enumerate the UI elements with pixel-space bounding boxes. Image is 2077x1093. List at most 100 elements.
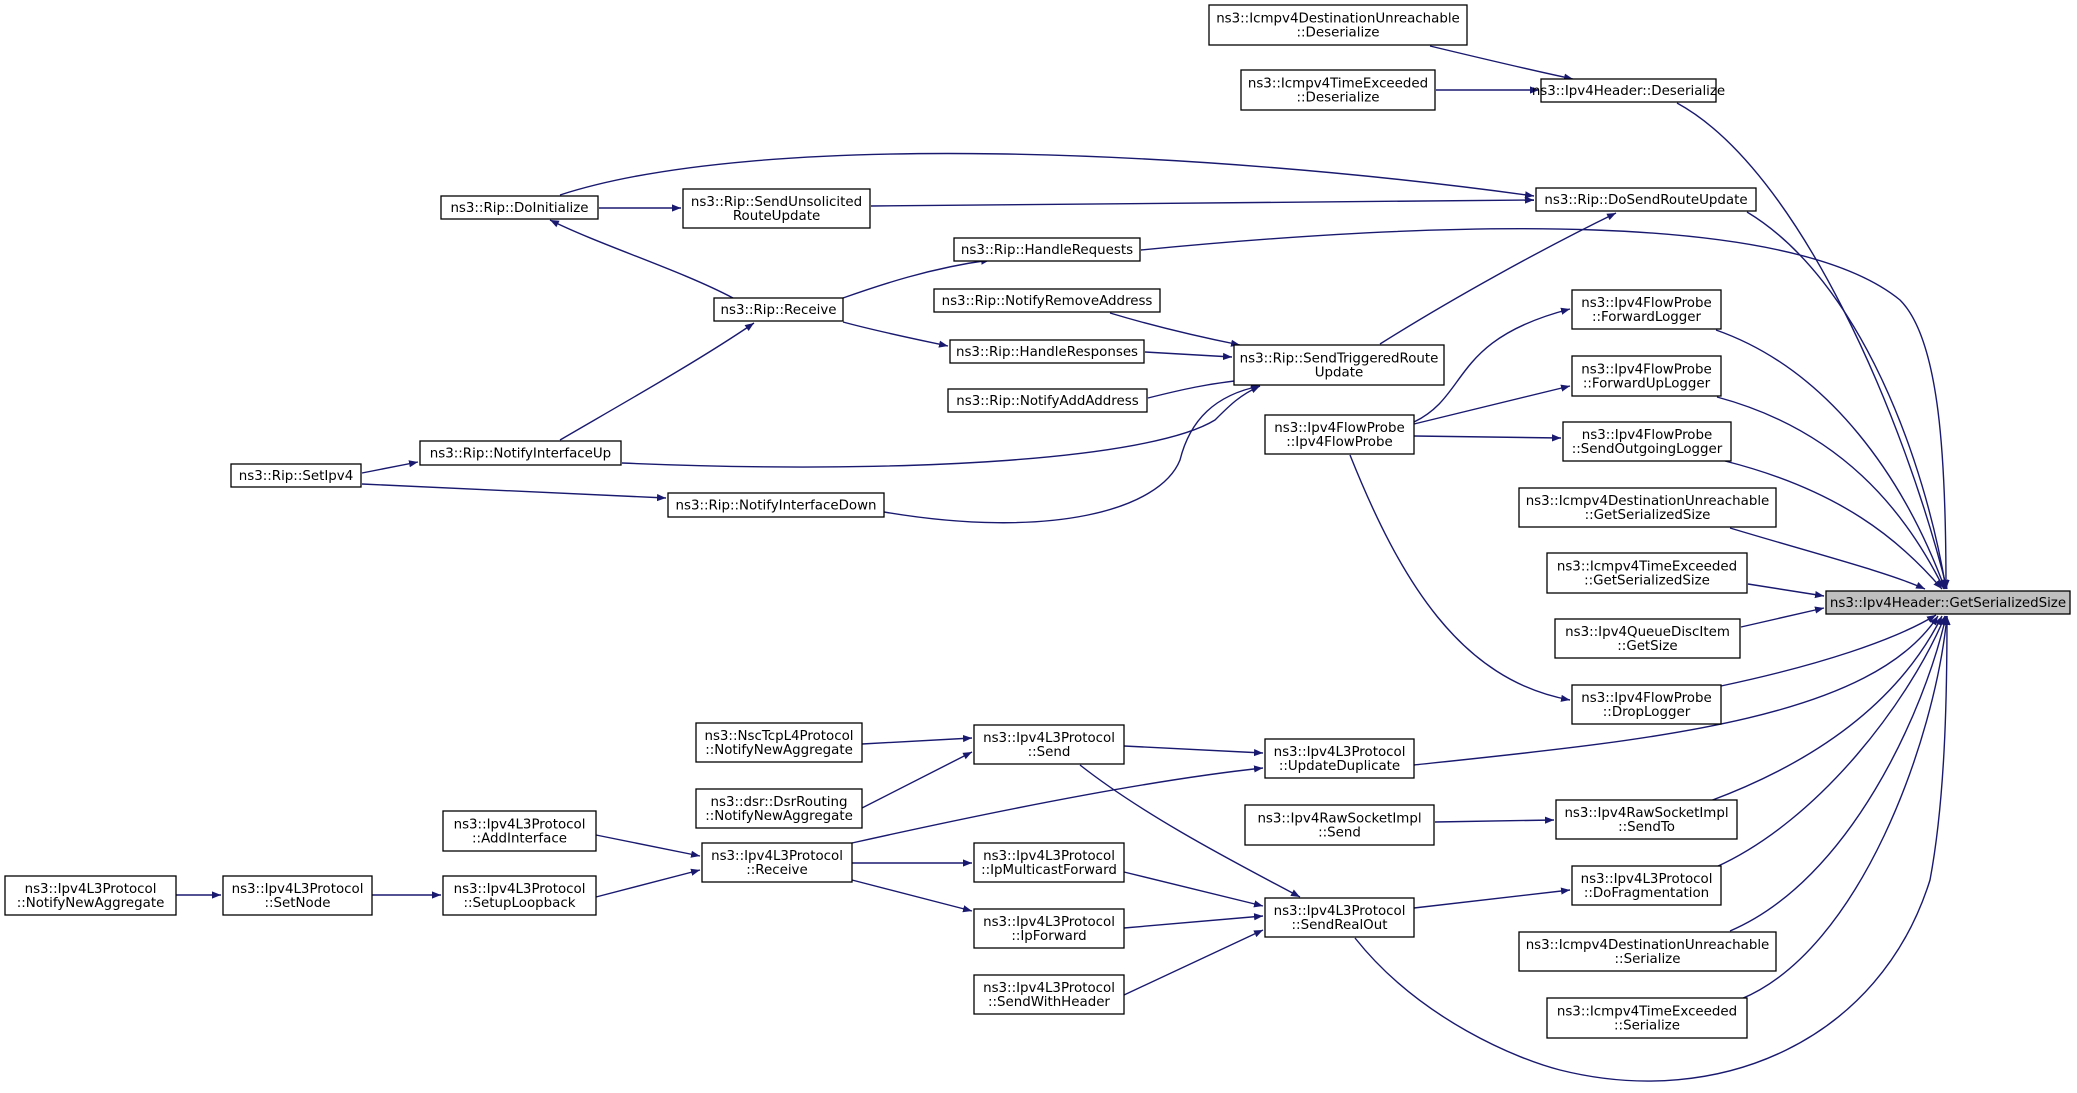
node-label: ::ForwardUpLogger <box>1583 377 1711 392</box>
node-label: ns3::Ipv4L3Protocol <box>25 882 157 897</box>
graph-node-dsr_notify[interactable]: ns3::dsr::DsrRouting::NotifyNewAggregate <box>695 788 863 829</box>
node-box <box>4 875 177 916</box>
graph-node-icmpte_deser[interactable]: ns3::Icmpv4TimeExceeded::Deserialize <box>1240 69 1436 111</box>
node-label: ns3::Rip::NotifyRemoveAddress <box>942 294 1153 309</box>
edge-l3_updatedup-to-target <box>1413 615 1939 766</box>
edge-rip_notifyremove-to-rip_sendtrig <box>1109 312 1241 347</box>
edge-l3_addif-to-l3_receive <box>595 834 701 858</box>
graph-node-rip_notifyup[interactable]: ns3::Rip::NotifyInterfaceUp <box>419 440 622 466</box>
node-label: ns3::Rip::NotifyInterfaceUp <box>430 447 611 462</box>
node-box <box>1571 684 1722 725</box>
graph-node-l3_sendwithhdr[interactable]: ns3::Ipv4L3Protocol::SendWithHeader <box>973 974 1125 1015</box>
node-box <box>1264 897 1415 938</box>
node-box <box>1518 487 1777 528</box>
node-label: ::GetSize <box>1617 639 1677 654</box>
graph-node-rip_receive[interactable]: ns3::Rip::Receive <box>713 297 844 322</box>
node-box <box>1518 931 1777 972</box>
graph-node-rip_notifydown[interactable]: ns3::Rip::NotifyInterfaceDown <box>667 492 885 518</box>
edge-rip_handlereq-to-target <box>1140 228 1950 590</box>
node-label: ns3::Ipv4L3Protocol <box>454 882 586 897</box>
graph-node-ipv4h_deser[interactable]: ns3::Ipv4Header::Deserialize <box>1532 78 1725 103</box>
node-box <box>1540 78 1717 103</box>
graph-node-l3_receive[interactable]: ns3::Ipv4L3Protocol::Receive <box>701 842 853 883</box>
graph-node-icmpdu_ser[interactable]: ns3::Icmpv4DestinationUnreachable::Seria… <box>1518 931 1777 972</box>
graph-node-fp_drop[interactable]: ns3::Ipv4FlowProbe::DropLogger <box>1571 684 1722 725</box>
edge-l3_send-to-l3_updatedup <box>1123 745 1264 757</box>
node-label: ::SetNode <box>265 896 331 911</box>
node-box <box>1535 187 1757 212</box>
node-label: ::SendWithHeader <box>988 995 1110 1010</box>
graph-node-rip_notifyadd[interactable]: ns3::Rip::NotifyAddAddress <box>947 388 1148 413</box>
graph-node-icmpdu_deser[interactable]: ns3::Icmpv4DestinationUnreachable::Deser… <box>1208 4 1468 46</box>
graph-node-rip_dosend[interactable]: ns3::Rip::DoSendRouteUpdate <box>1535 187 1757 212</box>
graph-node-raw_send[interactable]: ns3::Ipv4RawSocketImpl::Send <box>1244 804 1435 846</box>
edge-l3_ipmcast-to-l3_sendrealout <box>1123 871 1264 908</box>
edge-l3_sendwithhdr-to-l3_sendrealout <box>1123 929 1264 996</box>
node-label: ns3::Rip::SendUnsolicited <box>691 195 862 210</box>
graph-node-l3_notifynew[interactable]: ns3::Ipv4L3Protocol::NotifyNewAggregate <box>4 875 177 916</box>
node-label: ::DropLogger <box>1603 705 1691 720</box>
graph-node-l3_addif[interactable]: ns3::Ipv4L3Protocol::AddInterface <box>442 810 597 852</box>
node-label: ns3::Rip::HandleResponses <box>956 345 1138 360</box>
graph-node-l3_send[interactable]: ns3::Ipv4L3Protocol::Send <box>973 724 1125 765</box>
edge-qdi_getsize-to-target <box>1740 606 1825 628</box>
node-box <box>1571 355 1722 397</box>
node-box <box>1264 738 1415 779</box>
graph-node-target[interactable]: ns3::Ipv4Header::GetSerializedSize <box>1825 590 2071 615</box>
edge-rip_setipv4-to-rip_notifydown <box>361 483 667 502</box>
graph-node-l3_updatedup[interactable]: ns3::Ipv4L3Protocol::UpdateDuplicate <box>1264 738 1415 779</box>
node-label: ns3::Icmpv4TimeExceeded <box>1557 1005 1737 1020</box>
node-label: ::SendOutgoingLogger <box>1572 442 1723 457</box>
graph-node-icmpte_getsize[interactable]: ns3::Icmpv4TimeExceeded::GetSerializedSi… <box>1546 552 1748 594</box>
node-label: ns3::Rip::DoSendRouteUpdate <box>1544 193 1747 208</box>
graph-node-icmpte_ser[interactable]: ns3::Icmpv4TimeExceeded::Serialize <box>1546 997 1748 1039</box>
graph-node-raw_sendto[interactable]: ns3::Ipv4RawSocketImpl::SendTo <box>1555 799 1738 840</box>
graph-node-fp_fwduplogger[interactable]: ns3::Ipv4FlowProbe::ForwardUpLogger <box>1571 355 1722 397</box>
graph-node-qdi_getsize[interactable]: ns3::Ipv4QueueDiscItem::GetSize <box>1554 618 1741 659</box>
node-box <box>1571 289 1722 330</box>
node-label: RouteUpdate <box>733 209 820 224</box>
node-box <box>222 875 373 916</box>
node-box <box>230 463 362 488</box>
graph-node-rip_doinit[interactable]: ns3::Rip::DoInitialize <box>440 195 599 220</box>
edge-raw_sendto-to-target <box>1709 615 1943 802</box>
node-label: ns3::Ipv4L3Protocol <box>1581 872 1713 887</box>
graph-node-rip_handleresp[interactable]: ns3::Rip::HandleResponses <box>949 339 1145 364</box>
graph-node-l3_dofrag[interactable]: ns3::Ipv4L3Protocol::DoFragmentation <box>1571 865 1722 906</box>
node-box <box>701 842 853 883</box>
node-label: ns3::Ipv4L3Protocol <box>711 849 843 864</box>
edge-nsc_notify-to-l3_send <box>861 734 973 745</box>
graph-node-l3_setnode[interactable]: ns3::Ipv4L3Protocol::SetNode <box>222 875 373 916</box>
edge-l3_sendrealout-to-target <box>1354 615 1951 1082</box>
call-edges <box>176 45 1951 1082</box>
node-label: ns3::Ipv4L3Protocol <box>232 882 364 897</box>
node-label: ns3::Rip::NotifyInterfaceDown <box>675 499 876 514</box>
graph-node-rip_notifyremove[interactable]: ns3::Rip::NotifyRemoveAddress <box>933 288 1161 313</box>
graph-node-fp_ctor[interactable]: ns3::Ipv4FlowProbe::Ipv4FlowProbe <box>1264 414 1415 455</box>
node-label: ::IpMulticastForward <box>981 863 1117 878</box>
edge-fp_drop-to-target <box>1720 614 1937 687</box>
node-box <box>419 440 622 466</box>
graph-node-l3_ipmcast[interactable]: ns3::Ipv4L3Protocol::IpMulticastForward <box>973 842 1125 883</box>
edge-fp_sendout-to-target <box>1724 460 1943 590</box>
graph-node-l3_setuploop[interactable]: ns3::Ipv4L3Protocol::SetupLoopback <box>442 875 597 916</box>
edge-fp_ctor-to-fp_sendout <box>1413 434 1562 442</box>
graph-node-nsc_notify[interactable]: ns3::NscTcpL4Protocol::NotifyNewAggregat… <box>695 722 863 763</box>
graph-node-fp_fwdlogger[interactable]: ns3::Ipv4FlowProbe::ForwardLogger <box>1571 289 1722 330</box>
graph-node-rip_setipv4[interactable]: ns3::Rip::SetIpv4 <box>230 463 362 488</box>
graph-node-l3_sendrealout[interactable]: ns3::Ipv4L3Protocol::SendRealOut <box>1264 897 1415 938</box>
node-label: ns3::Ipv4FlowProbe <box>1274 421 1404 436</box>
graph-node-rip_handlereq[interactable]: ns3::Rip::HandleRequests <box>953 237 1141 262</box>
node-label: ns3::Ipv4L3Protocol <box>983 731 1115 746</box>
graph-node-icmpdu_getsize[interactable]: ns3::Icmpv4DestinationUnreachable::GetSe… <box>1518 487 1777 528</box>
edge-rip_notifyup-to-rip_receive <box>559 322 755 441</box>
node-label: ns3::dsr::DsrRouting <box>711 795 848 810</box>
graph-node-fp_sendout[interactable]: ns3::Ipv4FlowProbe::SendOutgoingLogger <box>1562 421 1732 462</box>
node-label: ::Send <box>1028 745 1071 760</box>
graph-node-l3_ipforward[interactable]: ns3::Ipv4L3Protocol::IpForward <box>973 908 1125 949</box>
node-label: ::SendRealOut <box>1292 918 1388 933</box>
node-label: ns3::NscTcpL4Protocol <box>704 729 853 744</box>
